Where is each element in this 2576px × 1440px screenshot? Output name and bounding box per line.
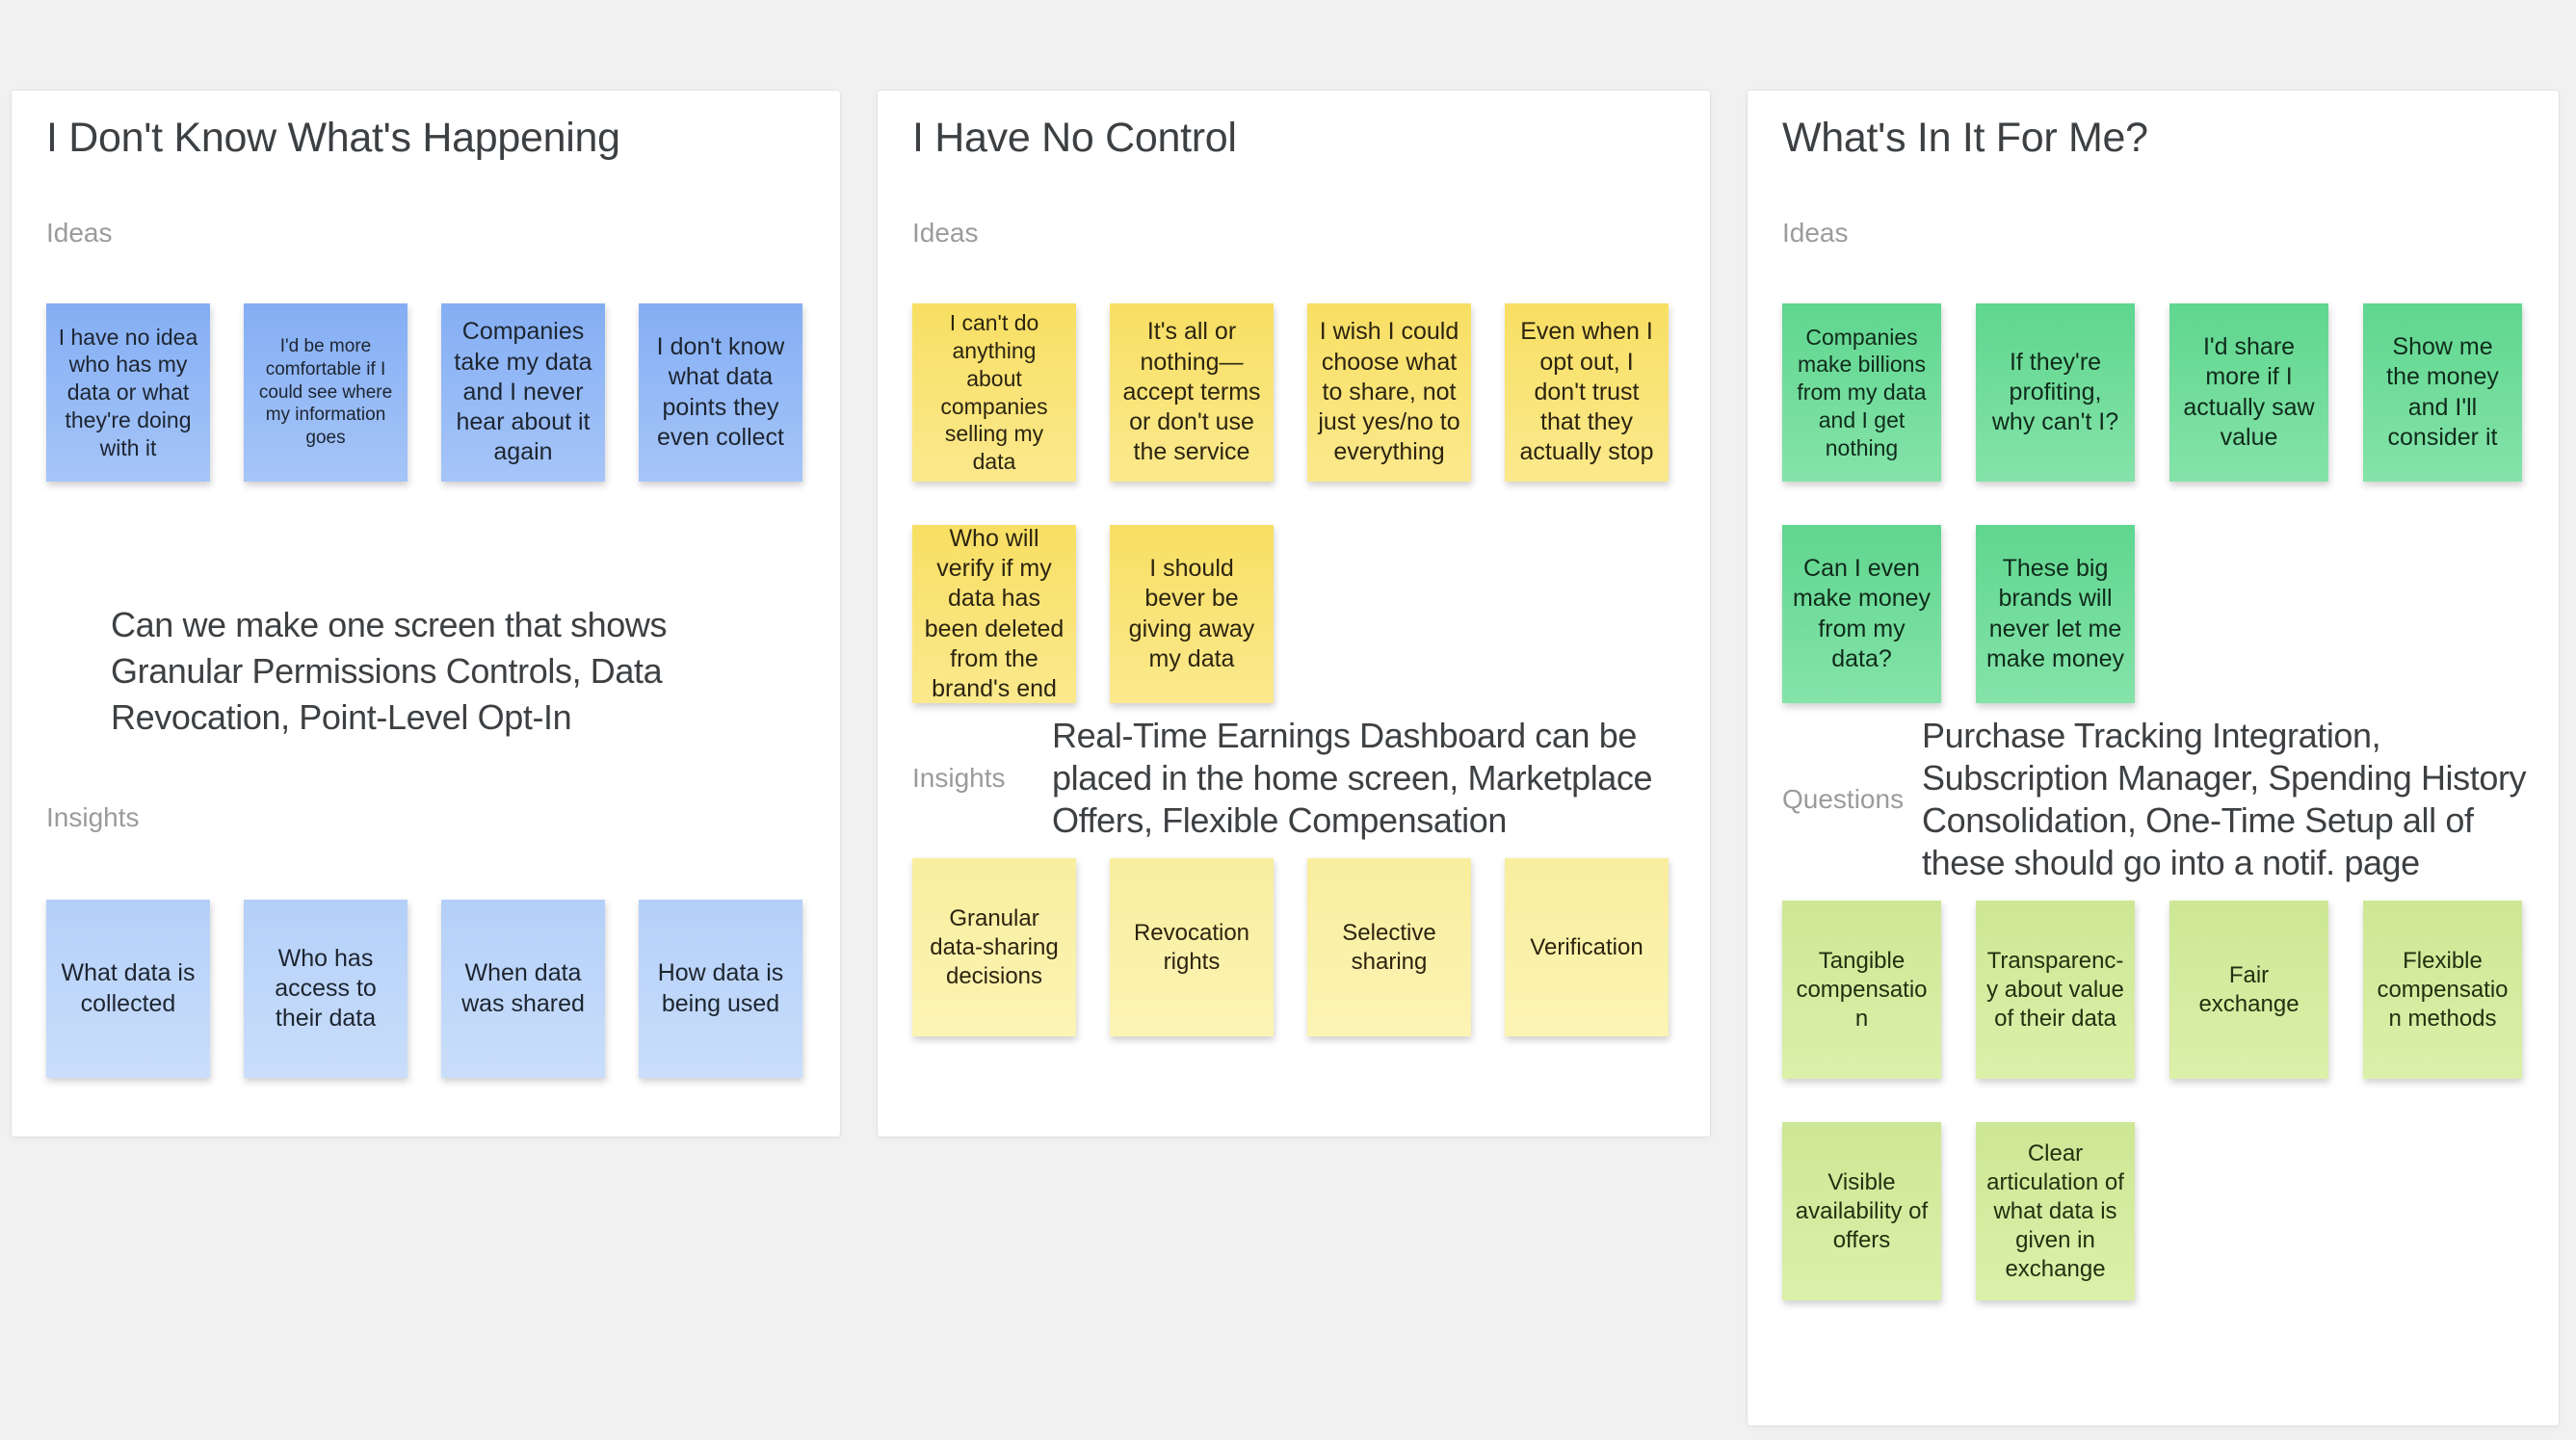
- sticky-note[interactable]: Revocation rights: [1110, 858, 1274, 1036]
- statement-text[interactable]: Purchase Tracking Integration, Subscript…: [1922, 716, 2527, 882]
- sticky-note[interactable]: Even when I opt out, I don't trust that …: [1505, 303, 1669, 482]
- sticky-note[interactable]: Transparenc-y about value of their data: [1976, 901, 2135, 1079]
- notes-grid: I can't do anything about companies sell…: [912, 303, 1675, 703]
- sticky-note[interactable]: Companies make billions from my data and…: [1782, 303, 1941, 482]
- sticky-note[interactable]: I don't know what data points they even …: [639, 303, 802, 482]
- notes-grid: I have no idea who has my data or what t…: [46, 303, 805, 482]
- statement-text[interactable]: Real-Time Earnings Dashboard can be plac…: [1052, 716, 1653, 840]
- sticky-note[interactable]: Companies take my data and I never hear …: [441, 303, 605, 482]
- sticky-note[interactable]: I'd be more comfortable if I could see w…: [244, 303, 407, 482]
- sticky-note[interactable]: When data was shared: [441, 900, 605, 1078]
- statement-row: Insights Real-Time Earnings Dashboard can…: [912, 715, 1675, 842]
- sticky-note[interactable]: I wish I could choose what to share, not…: [1307, 303, 1471, 482]
- sticky-note[interactable]: Verification: [1505, 858, 1669, 1036]
- sticky-note[interactable]: Who will verify if my data has been dele…: [912, 525, 1076, 703]
- sticky-note[interactable]: How data is being used: [639, 900, 802, 1078]
- sticky-note[interactable]: Show me the money and I'll consider it: [2363, 303, 2522, 482]
- section-label-insights[interactable]: Questions: [1782, 784, 1905, 814]
- sticky-note[interactable]: Clear articulation of what data is given…: [1976, 1122, 2135, 1300]
- section-label-ideas[interactable]: Ideas: [1782, 218, 1849, 248]
- sticky-note[interactable]: Flexible compensatio n methods: [2363, 901, 2522, 1079]
- sticky-note[interactable]: Who has access to their data: [244, 900, 407, 1078]
- sticky-note[interactable]: If they're profiting, why can't I?: [1976, 303, 2135, 482]
- sticky-note[interactable]: Granular data-sharing decisions: [912, 858, 1076, 1036]
- board-title[interactable]: What's In It For Me?: [1782, 115, 2148, 161]
- sticky-note[interactable]: It's all or nothing— accept terms or don…: [1110, 303, 1274, 482]
- statement-text[interactable]: Can we make one screen that shows Granul…: [111, 605, 668, 737]
- sticky-note[interactable]: What data is collected: [46, 900, 210, 1078]
- sticky-note[interactable]: Selective sharing: [1307, 858, 1471, 1036]
- sticky-note[interactable]: I can't do anything about companies sell…: [912, 303, 1076, 482]
- sticky-note[interactable]: These big brands will never let me make …: [1976, 525, 2135, 703]
- sticky-note[interactable]: Fair exchange: [2169, 901, 2328, 1079]
- section-label-insights[interactable]: Insights: [912, 763, 1006, 793]
- sticky-note[interactable]: I should bever be giving away my data: [1110, 525, 1274, 703]
- board-title[interactable]: I Don't Know What's Happening: [46, 115, 620, 161]
- section-label-insights[interactable]: Insights: [46, 802, 140, 832]
- board-title[interactable]: I Have No Control: [912, 115, 1237, 161]
- section-label-ideas[interactable]: Ideas: [46, 218, 113, 248]
- sticky-note[interactable]: Visible availability of offers: [1782, 1122, 1941, 1300]
- sticky-note[interactable]: Can I even make money from my data?: [1782, 525, 1941, 703]
- statement-row: Questions Purchase Tracking Integration, …: [1782, 715, 2557, 884]
- notes-grid: Companies make billions from my data and…: [1782, 303, 2524, 703]
- sticky-note[interactable]: I'd share more if I actually saw value: [2169, 303, 2328, 482]
- section-label-ideas[interactable]: Ideas: [912, 218, 979, 248]
- sticky-note[interactable]: Tangible compensatio n: [1782, 901, 1941, 1079]
- sticky-note[interactable]: I have no idea who has my data or what t…: [46, 303, 210, 482]
